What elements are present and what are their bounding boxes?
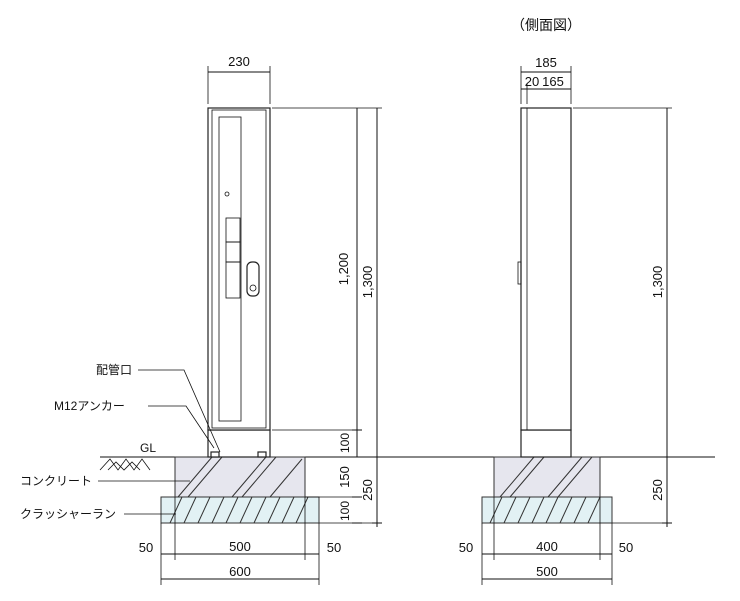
front-base-height-dim: 100: [338, 433, 352, 453]
front-gravel-width-dim: 600: [229, 564, 251, 579]
side-foundation-total-dim: 250: [650, 479, 665, 501]
label-anchor: M12アンカー: [54, 399, 125, 413]
front-concrete-margin-right: 50: [327, 540, 341, 555]
front-anchor-right: [257, 451, 267, 458]
front-concrete-width-dim: 500: [229, 539, 251, 554]
side-view: （側面図） 185: [459, 17, 672, 585]
front-width-dim: 230: [228, 54, 250, 69]
side-depth-split-b: 165: [542, 74, 564, 89]
side-concrete-hatch: [499, 456, 593, 498]
side-gravel-layer: [481, 496, 613, 524]
label-pipe-port: 配管口: [96, 362, 132, 377]
front-post-body: [207, 107, 271, 431]
ground-hatch-symbol-2: [107, 461, 141, 471]
side-post-body: [520, 107, 572, 431]
front-handle-knob: [249, 284, 257, 292]
side-concrete-margin-left: 50: [459, 540, 473, 555]
front-gravel-layer: [160, 496, 320, 524]
front-gravel-height-dim: 100: [338, 501, 352, 521]
front-height-total-dim: 1,300: [360, 266, 375, 299]
side-depth-split-a: 20: [525, 74, 539, 89]
front-concrete-block: [174, 456, 306, 498]
side-concrete-block: [493, 456, 601, 498]
front-concrete-margin-left: 50: [139, 540, 153, 555]
side-handle: [517, 261, 522, 285]
label-concrete: コンクリート: [20, 474, 92, 488]
ground-hatch-symbol: [99, 458, 151, 471]
side-base: [520, 429, 572, 458]
front-mail-window-bot: [225, 261, 241, 299]
front-concrete-hatch: [177, 456, 303, 498]
side-height-total-dim: 1,300: [650, 266, 665, 299]
side-concrete-margin-right: 50: [619, 540, 633, 555]
front-view: 230 1,200 1,300 100 150 250 100 50 500 5…: [20, 54, 382, 585]
side-concrete-width-dim: 400: [536, 539, 558, 554]
front-anchor-left: [210, 451, 220, 458]
label-crusher-run: クラッシャーラン: [20, 507, 116, 521]
side-depth-dim: 185: [535, 55, 557, 70]
front-concrete-height-dim: 150: [337, 466, 352, 488]
front-height-body-dim: 1,200: [336, 253, 351, 286]
front-lock-dot: [224, 191, 230, 197]
front-nameplate-slot: [218, 116, 242, 422]
side-gravel-hatch: [489, 496, 601, 524]
front-post-inner: [211, 109, 267, 429]
side-gravel-width-dim: 500: [536, 564, 558, 579]
label-ground-line: GL: [140, 441, 156, 455]
front-gravel-hatch: [169, 496, 309, 524]
front-foundation-total-dim: 250: [360, 479, 375, 501]
side-view-title: （側面図）: [511, 17, 581, 33]
